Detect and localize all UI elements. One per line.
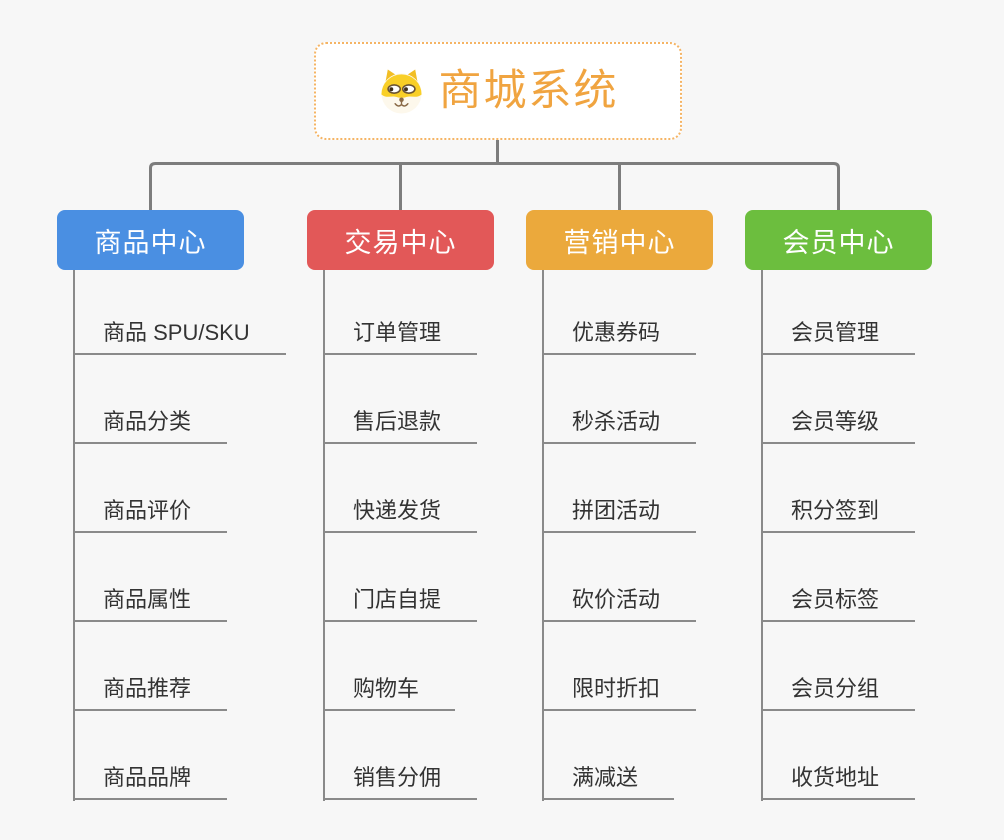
- root-node[interactable]: 商城系统: [314, 42, 682, 140]
- leaf-label[interactable]: 积分签到: [761, 498, 916, 533]
- dog-mouth: [393, 102, 409, 107]
- leaf-label[interactable]: 商品评价: [73, 498, 228, 533]
- leaf-item: 门店自提: [323, 533, 557, 622]
- leaf-list: 优惠券码 秒杀活动 拼团活动 砍价活动 限时折扣 满减送: [542, 270, 776, 800]
- leaf-item: 商品评价: [73, 444, 307, 533]
- branch-trade-center: 交易中心 订单管理 售后退款 快递发货 门店自提 购物车 销售分佣: [307, 210, 557, 801]
- leaf-label[interactable]: 拼团活动: [542, 498, 697, 533]
- leaf-label[interactable]: 砍价活动: [542, 587, 697, 622]
- leaf-item: 商品推荐: [73, 622, 307, 711]
- leaf-label[interactable]: 快递发货: [323, 498, 478, 533]
- branch-label: 会员中心: [782, 227, 895, 258]
- leaf-item: 会员管理: [761, 270, 995, 355]
- branch-node-member-center[interactable]: 会员中心: [745, 210, 932, 270]
- leaf-label[interactable]: 商品 SPU/SKU: [73, 320, 286, 355]
- dog-left-pupil: [388, 86, 393, 91]
- leaf-label[interactable]: 会员等级: [761, 409, 916, 444]
- leaf-label[interactable]: 商品属性: [73, 587, 228, 622]
- leaf-list: 订单管理 售后退款 快递发货 门店自提 购物车 销售分佣: [323, 270, 557, 800]
- leaf-item: 拼团活动: [542, 444, 776, 533]
- leaf-item: 限时折扣: [542, 622, 776, 711]
- leaf-item: 优惠券码: [542, 270, 776, 355]
- leaf-label[interactable]: 门店自提: [323, 587, 478, 622]
- branch-member-center: 会员中心 会员管理 会员等级 积分签到 会员标签 会员分组 收货地址: [745, 210, 995, 801]
- leaf-item: 销售分佣: [323, 711, 557, 800]
- branch-node-product-center[interactable]: 商品中心: [57, 210, 244, 270]
- leaf-label[interactable]: 优惠券码: [542, 320, 697, 355]
- leaf-item: 售后退款: [323, 355, 557, 444]
- leaf-label[interactable]: 售后退款: [323, 409, 478, 444]
- leaf-label[interactable]: 销售分佣: [323, 765, 478, 800]
- leaf-label[interactable]: 收货地址: [761, 765, 916, 800]
- branch-marketing-center: 营销中心 优惠券码 秒杀活动 拼团活动 砍价活动 限时折扣 满减送: [526, 210, 776, 801]
- leaf-item: 收货地址: [761, 711, 995, 800]
- leaf-label[interactable]: 商品分类: [73, 409, 228, 444]
- leaf-label[interactable]: 购物车: [323, 676, 456, 711]
- root-title: 商城系统: [438, 66, 619, 115]
- leaf-label[interactable]: 商品品牌: [73, 765, 228, 800]
- leaf-label[interactable]: 满减送: [542, 765, 675, 800]
- leaf-item: 满减送: [542, 711, 776, 800]
- branch-node-marketing-center[interactable]: 营销中心: [526, 210, 713, 270]
- leaf-item: 会员等级: [761, 355, 995, 444]
- leaf-label[interactable]: 会员管理: [761, 320, 916, 355]
- leaf-label[interactable]: 订单管理: [323, 320, 478, 355]
- branch-trunk-line: [73, 270, 75, 801]
- leaf-item: 购物车: [323, 622, 557, 711]
- leaf-item: 订单管理: [323, 270, 557, 355]
- branch-label: 商品中心: [94, 227, 207, 258]
- leaf-label[interactable]: 会员标签: [761, 587, 916, 622]
- branch-trunk-line: [323, 270, 325, 801]
- branch-trunk-line: [761, 270, 763, 801]
- leaf-label[interactable]: 会员分组: [761, 676, 916, 711]
- leaf-item: 商品属性: [73, 533, 307, 622]
- branch-trunk-line: [542, 270, 544, 801]
- branch-elbow-line: [149, 162, 840, 210]
- leaf-item: 商品 SPU/SKU: [73, 270, 307, 355]
- leaf-item: 会员分组: [761, 622, 995, 711]
- branch-product-center: 商品中心 商品 SPU/SKU 商品分类 商品评价 商品属性 商品推荐 商品品牌: [57, 210, 307, 801]
- leaf-item: 商品品牌: [73, 711, 307, 800]
- branch-label: 营销中心: [563, 227, 676, 258]
- dog-nose: [398, 96, 404, 102]
- leaf-item: 秒杀活动: [542, 355, 776, 444]
- leaf-item: 砍价活动: [542, 533, 776, 622]
- leaf-label[interactable]: 秒杀活动: [542, 409, 697, 444]
- leaf-item: 会员标签: [761, 533, 995, 622]
- leaf-item: 积分签到: [761, 444, 995, 533]
- leaf-item: 商品分类: [73, 355, 307, 444]
- leaf-label[interactable]: 商品推荐: [73, 676, 228, 711]
- leaf-list: 会员管理 会员等级 积分签到 会员标签 会员分组 收货地址: [761, 270, 995, 800]
- branch-label: 交易中心: [344, 227, 457, 258]
- shiba-dog-icon: [380, 68, 422, 114]
- branch-node-trade-center[interactable]: 交易中心: [307, 210, 494, 270]
- leaf-label[interactable]: 限时折扣: [542, 676, 697, 711]
- dog-right-pupil: [403, 86, 408, 91]
- leaf-item: 快递发货: [323, 444, 557, 533]
- leaf-list: 商品 SPU/SKU 商品分类 商品评价 商品属性 商品推荐 商品品牌: [73, 270, 307, 800]
